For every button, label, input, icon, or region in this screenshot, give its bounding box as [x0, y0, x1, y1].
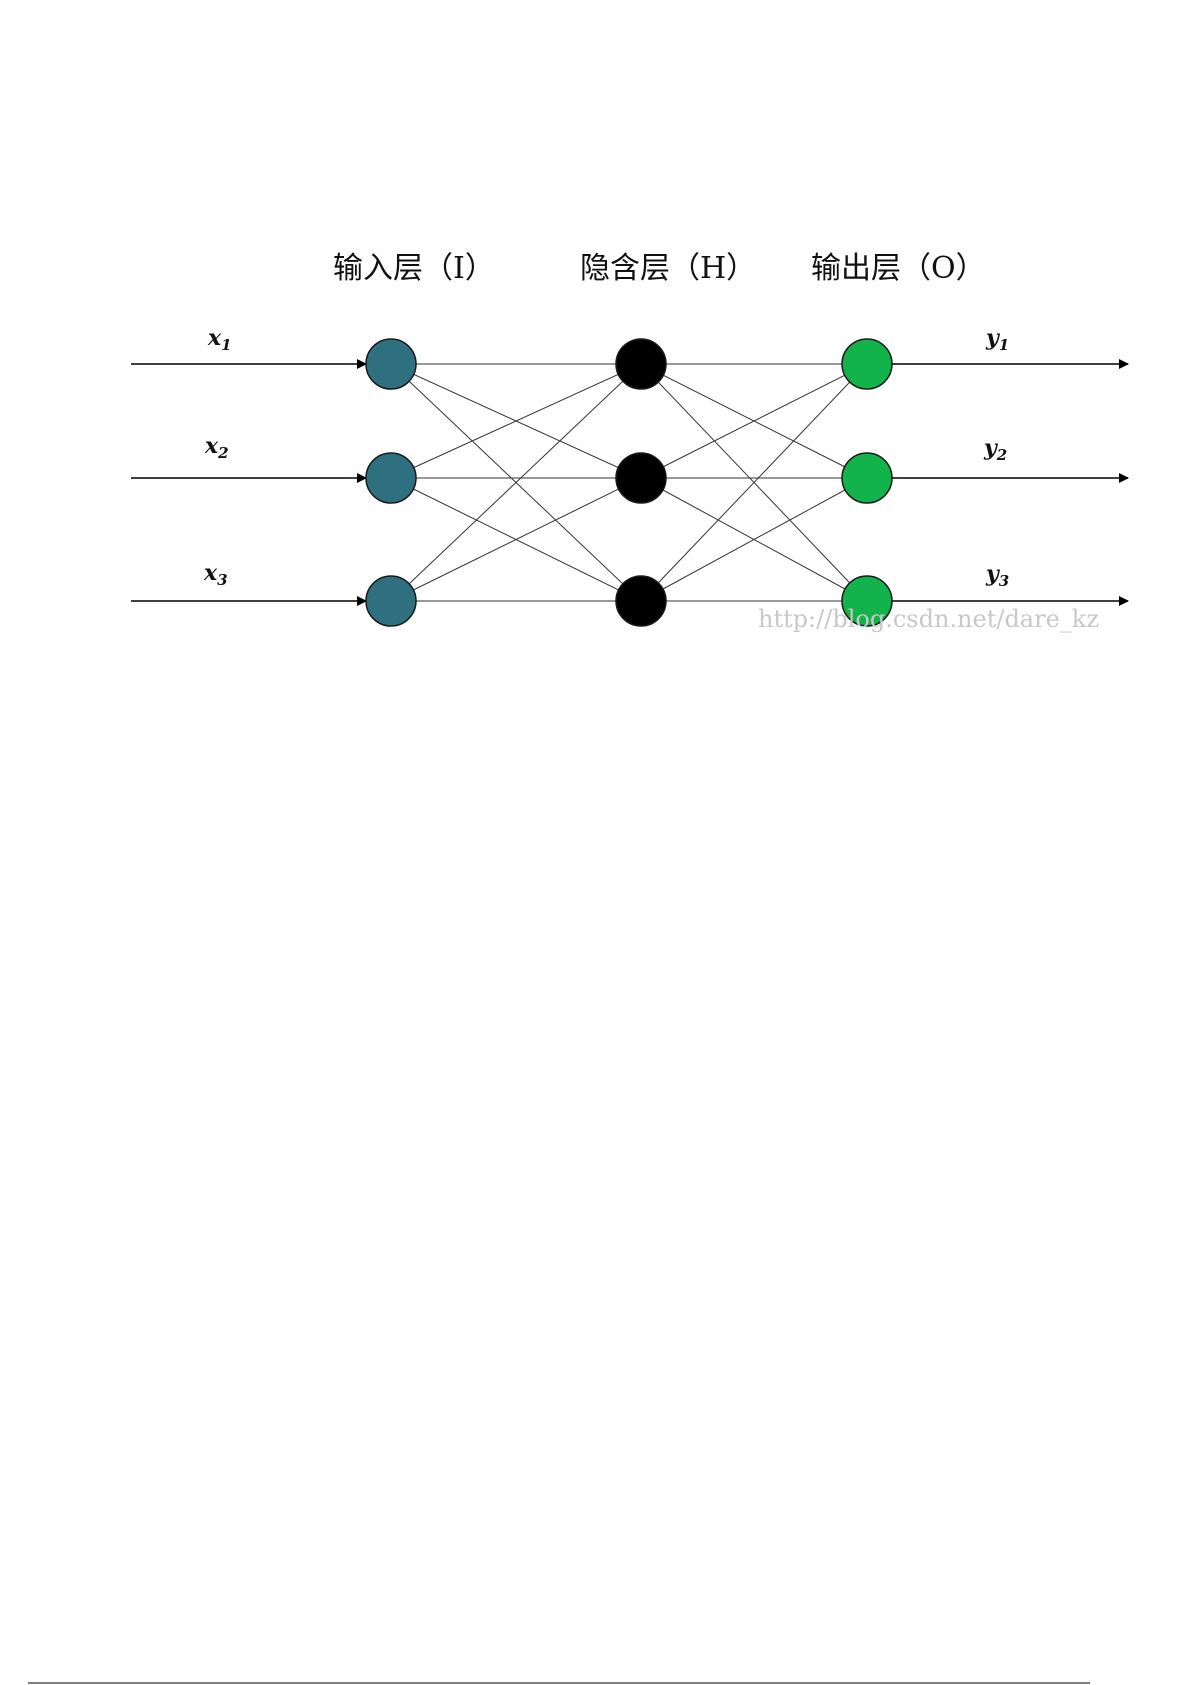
output-label-2: y2 [983, 435, 1007, 464]
input-label-1: x1 [207, 325, 232, 354]
input-label-3: x3 [203, 560, 228, 589]
hidden-neuron-2 [616, 453, 666, 503]
output-label-1: y1 [985, 325, 1009, 354]
neurons [366, 339, 892, 626]
input-neuron-2 [366, 453, 416, 503]
output-label-3: y3 [985, 561, 1009, 590]
input-neuron-1 [366, 339, 416, 389]
hidden-layer-title: 隐含层（H） [580, 251, 756, 286]
output-neuron-1 [842, 339, 892, 389]
input-neuron-3 [366, 576, 416, 626]
input-label-2: x2 [204, 433, 229, 462]
output-layer-title: 输出层（O） [811, 251, 986, 286]
hidden-neuron-3 [616, 576, 666, 626]
watermark-text: http://blog.csdn.net/dare_kz [758, 605, 1099, 633]
hidden-neuron-1 [616, 339, 666, 389]
output-neuron-2 [842, 453, 892, 503]
input-layer-title: 输入层（I） [333, 251, 495, 286]
